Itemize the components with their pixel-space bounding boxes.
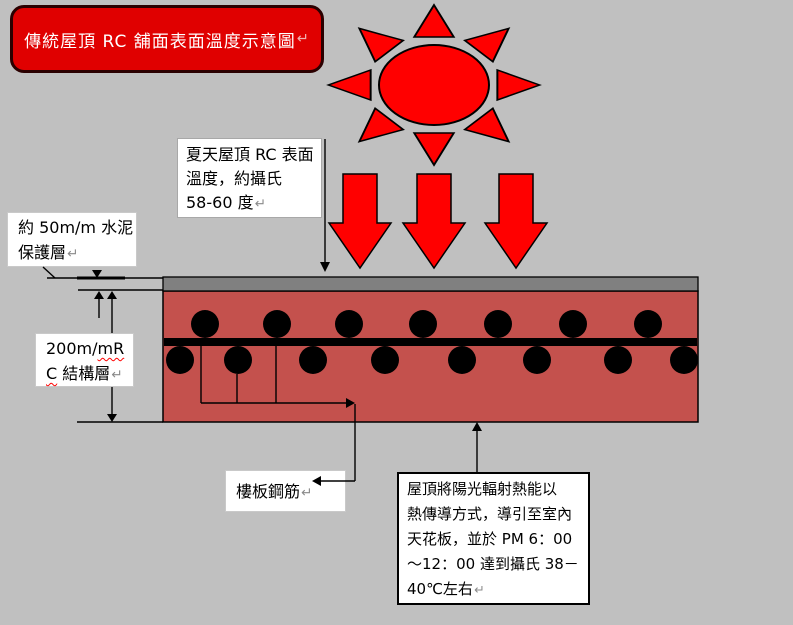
heat-note-line4: ～12：00 達到攝氏 38－ [407, 555, 579, 573]
rebar-dot [191, 310, 219, 338]
rebar-dot [559, 310, 587, 338]
rebar-mesh-line [164, 338, 697, 346]
sun-ray [412, 3, 456, 38]
sun-ray [412, 132, 456, 167]
rebar-dot [299, 346, 327, 374]
sun-ray [463, 27, 511, 64]
sun-ray [357, 27, 405, 64]
rebar-dot [670, 346, 698, 374]
rebar-dots-bottom-row [166, 346, 698, 374]
rebar-dot [371, 346, 399, 374]
sun-ray [357, 106, 405, 143]
sun-rays [326, 3, 542, 167]
dimension-leader-diagonal [42, 266, 56, 279]
page-title: 傳統屋頂 RC 舖面表面溫度示意圖 [24, 31, 296, 52]
arrowhead-down-icon [320, 262, 330, 272]
heat-note-line1: 屋頂將陽光輻射熱能以 [407, 480, 558, 498]
heat-transfer-note: 屋頂將陽光輻射熱能以 熱傳導方式，導引至室內 天花板，並於 PM 6：00 ～1… [397, 472, 590, 605]
heat-note-leader-arrow [472, 422, 482, 472]
arrowhead-up-icon [94, 291, 104, 299]
rebar-dot [604, 346, 632, 374]
paragraph-return-mark: ↵ [301, 485, 313, 501]
summer-temp-label: 夏天屋頂 RC 表面 溫度，約攝氏 58-60 度↵ [177, 138, 322, 218]
rc-layer-line1: 200m/mR [46, 339, 125, 358]
cement-layer-line1: 約 50m/m 水泥 [18, 218, 134, 237]
title-box: 傳統屋頂 RC 舖面表面溫度示意圖↵ [10, 5, 324, 73]
arrowhead-right-icon [346, 398, 355, 408]
paragraph-return-mark: ↵ [254, 196, 266, 212]
arrowhead-up-icon [472, 422, 482, 431]
cement-layer-label: 約 50m/m 水泥 保護層↵ [7, 212, 137, 267]
sun-icon [326, 3, 542, 167]
cement-screed-layer [162, 276, 699, 292]
summer-temp-line2: 溫度，約攝氏 [186, 169, 283, 188]
paragraph-return-mark: ↵ [67, 246, 79, 262]
paragraph-return-mark: ↵ [296, 31, 310, 47]
roof-section [162, 276, 699, 423]
paragraph-return-mark: ↵ [473, 583, 485, 598]
rebar-dot [409, 310, 437, 338]
rebar-dot [634, 310, 662, 338]
sun-ray [326, 68, 372, 102]
rc-layer-line2: C 結構層↵ [46, 364, 123, 383]
rebar-dot [335, 310, 363, 338]
heat-note-line3: 天花板，並於 PM 6：00 [407, 530, 573, 548]
rebar-dot [448, 346, 476, 374]
rebar-dot [484, 310, 512, 338]
heat-arrows [327, 173, 549, 270]
paragraph-return-mark: ↵ [111, 367, 123, 383]
rc-layer-label: 200m/mR C 結構層↵ [35, 333, 134, 387]
rebar-dots-top-row [191, 310, 662, 338]
heat-note-line5: 40℃左右↵ [407, 580, 485, 598]
spellcheck-underline: C [46, 364, 58, 383]
heat-arrow-left [327, 173, 393, 270]
sun-ray [463, 106, 511, 143]
spellcheck-underline: mR [97, 339, 125, 358]
heat-arrow-right [483, 173, 549, 270]
cement-layer-line2: 保護層↵ [18, 243, 79, 262]
arrowhead-down-icon [92, 270, 102, 278]
rebar-dot [263, 310, 291, 338]
arrowhead-up-icon [107, 291, 117, 299]
rebar-dot [166, 346, 194, 374]
sun-ray [496, 68, 542, 102]
rebar-leader-arrows [200, 346, 356, 486]
rebar-label: 樓板鋼筋↵ [225, 470, 346, 512]
heat-arrow-center [401, 173, 467, 270]
rc-structural-layer [162, 290, 699, 423]
arrowhead-down-icon [107, 414, 117, 422]
sun-body [378, 44, 490, 126]
heat-note-line2: 熱傳導方式，導引至室內 [407, 505, 573, 523]
rebar-dot [523, 346, 551, 374]
summer-temp-line3: 58-60 度↵ [186, 193, 266, 212]
summer-temp-line1: 夏天屋頂 RC 表面 [186, 145, 314, 164]
rebar-dot [224, 346, 252, 374]
